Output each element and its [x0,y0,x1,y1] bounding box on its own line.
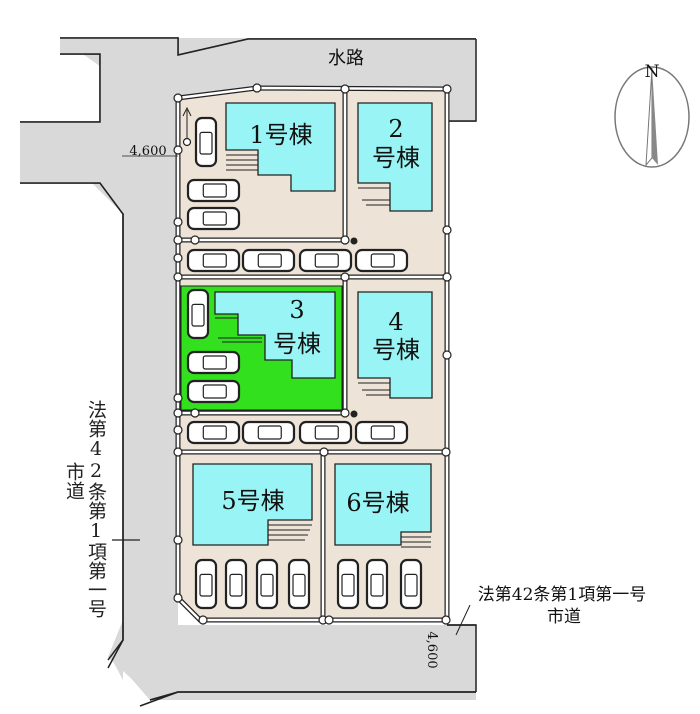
compass-icon: N [614,62,690,168]
parked-car-icon [186,248,241,273]
building-6 [334,463,432,546]
building-1 [225,102,336,192]
building-4 [357,291,433,399]
parked-car-icon [224,558,248,610]
parked-car-icon [241,420,296,445]
left-road-label: 法第42条第1項第一号 [85,400,107,618]
arrow-up-icon [182,106,192,138]
parked-car-icon [186,379,241,404]
survey-point [350,237,358,245]
parked-car-icon [186,350,241,375]
parked-car-icon [354,248,409,273]
boundary-markers [173,83,452,625]
parked-car-icon [186,178,241,203]
parked-car-icon [365,558,389,610]
parked-car-icon [255,558,279,610]
parked-car-icon [354,420,409,445]
parking-spaces [186,116,423,610]
parked-car-icon [298,420,353,445]
parked-car-icon [399,558,423,610]
parked-car-icon [241,248,296,273]
lot-4-number: 4 [388,308,403,336]
bottom-road-label: 法第42条第1項第一号 [478,585,646,605]
lot-2-suffix: 号棟 [372,144,420,172]
parked-car-icon [194,116,218,168]
lot-1-label: 1号棟 [249,121,312,149]
lot-4-suffix: 号棟 [372,336,420,364]
building-2 [357,102,433,212]
parked-car-icon [186,288,210,340]
lot-3-suffix: 号棟 [273,330,321,358]
lot-6-label: 6号棟 [346,489,409,517]
parked-car-icon [336,558,360,610]
building-5 [192,463,313,546]
road-width-bottom: 4,600 [424,631,439,668]
parked-car-icon [186,420,241,445]
parked-car-icon [186,206,241,231]
parked-car-icon [194,558,218,610]
bottom-road [150,625,476,696]
lot-2-number: 2 [388,115,403,143]
bottom-road-sub: 市道 [547,607,581,627]
road-width-top: 4,600 [129,144,166,159]
parked-car-icon [298,248,353,273]
survey-point [350,410,358,418]
left-road-sub: 市道 [63,462,85,500]
waterway-label: 水路 [328,48,364,69]
lot-5-label: 5号棟 [221,487,284,515]
buildings [192,102,433,546]
parked-car-icon [287,558,311,610]
lot-3-number: 3 [289,296,304,324]
building-3 [214,291,336,379]
entry-steps [215,154,431,548]
compass-north-label: N [645,62,660,82]
